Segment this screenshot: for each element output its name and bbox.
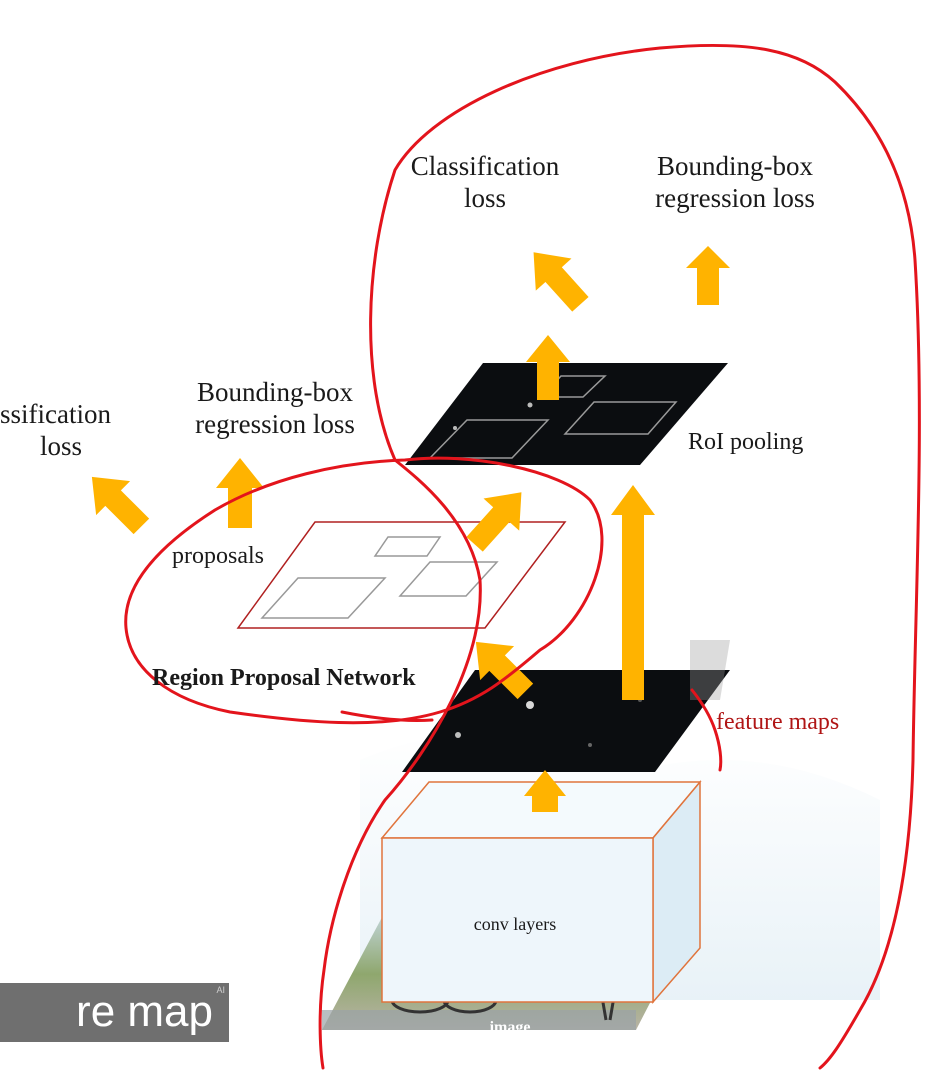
arrow-rpn-cls-loss — [75, 460, 158, 543]
roi-pooling-plane — [405, 363, 728, 465]
top-bbox-line1: Bounding-box — [620, 150, 850, 182]
caption-text: re map — [76, 984, 213, 1040]
subtitle-caption: re map AI — [0, 983, 229, 1042]
left-bbox-loss-label: Bounding-box regression loss — [160, 376, 390, 440]
top-cls-line1: Classification — [380, 150, 590, 182]
conv-layers-box — [382, 782, 700, 1002]
roi-pooling-label: RoI pooling — [688, 426, 838, 458]
left-bbox-line2: regression loss — [160, 408, 390, 440]
image-label: image — [460, 1012, 560, 1044]
left-cls-line2: loss — [0, 430, 138, 462]
arrow-feature-to-roi — [611, 485, 655, 700]
arrow-top-cls-loss — [516, 236, 599, 320]
rpn-label: Region Proposal Network — [152, 662, 482, 694]
caption-badge: AI — [216, 985, 225, 995]
left-classification-loss-label: ssification loss — [0, 398, 138, 462]
proposals-label: proposals — [172, 540, 292, 572]
feature-maps-label: feature maps — [716, 706, 896, 738]
top-bbox-loss-label: Bounding-box regression loss — [620, 150, 850, 214]
left-bbox-line1: Bounding-box — [160, 376, 390, 408]
feature-map-plane — [402, 640, 730, 772]
top-cls-line2: loss — [380, 182, 590, 214]
arrow-top-bbox-loss — [686, 246, 730, 305]
top-bbox-line2: regression loss — [620, 182, 850, 214]
top-classification-loss-label: Classification loss — [380, 150, 590, 214]
left-cls-line1: ssification — [0, 398, 138, 430]
conv-layers-label: conv layers — [440, 908, 590, 940]
proposals-plane — [238, 522, 565, 628]
arrow-rpn-bbox-loss — [216, 458, 264, 528]
